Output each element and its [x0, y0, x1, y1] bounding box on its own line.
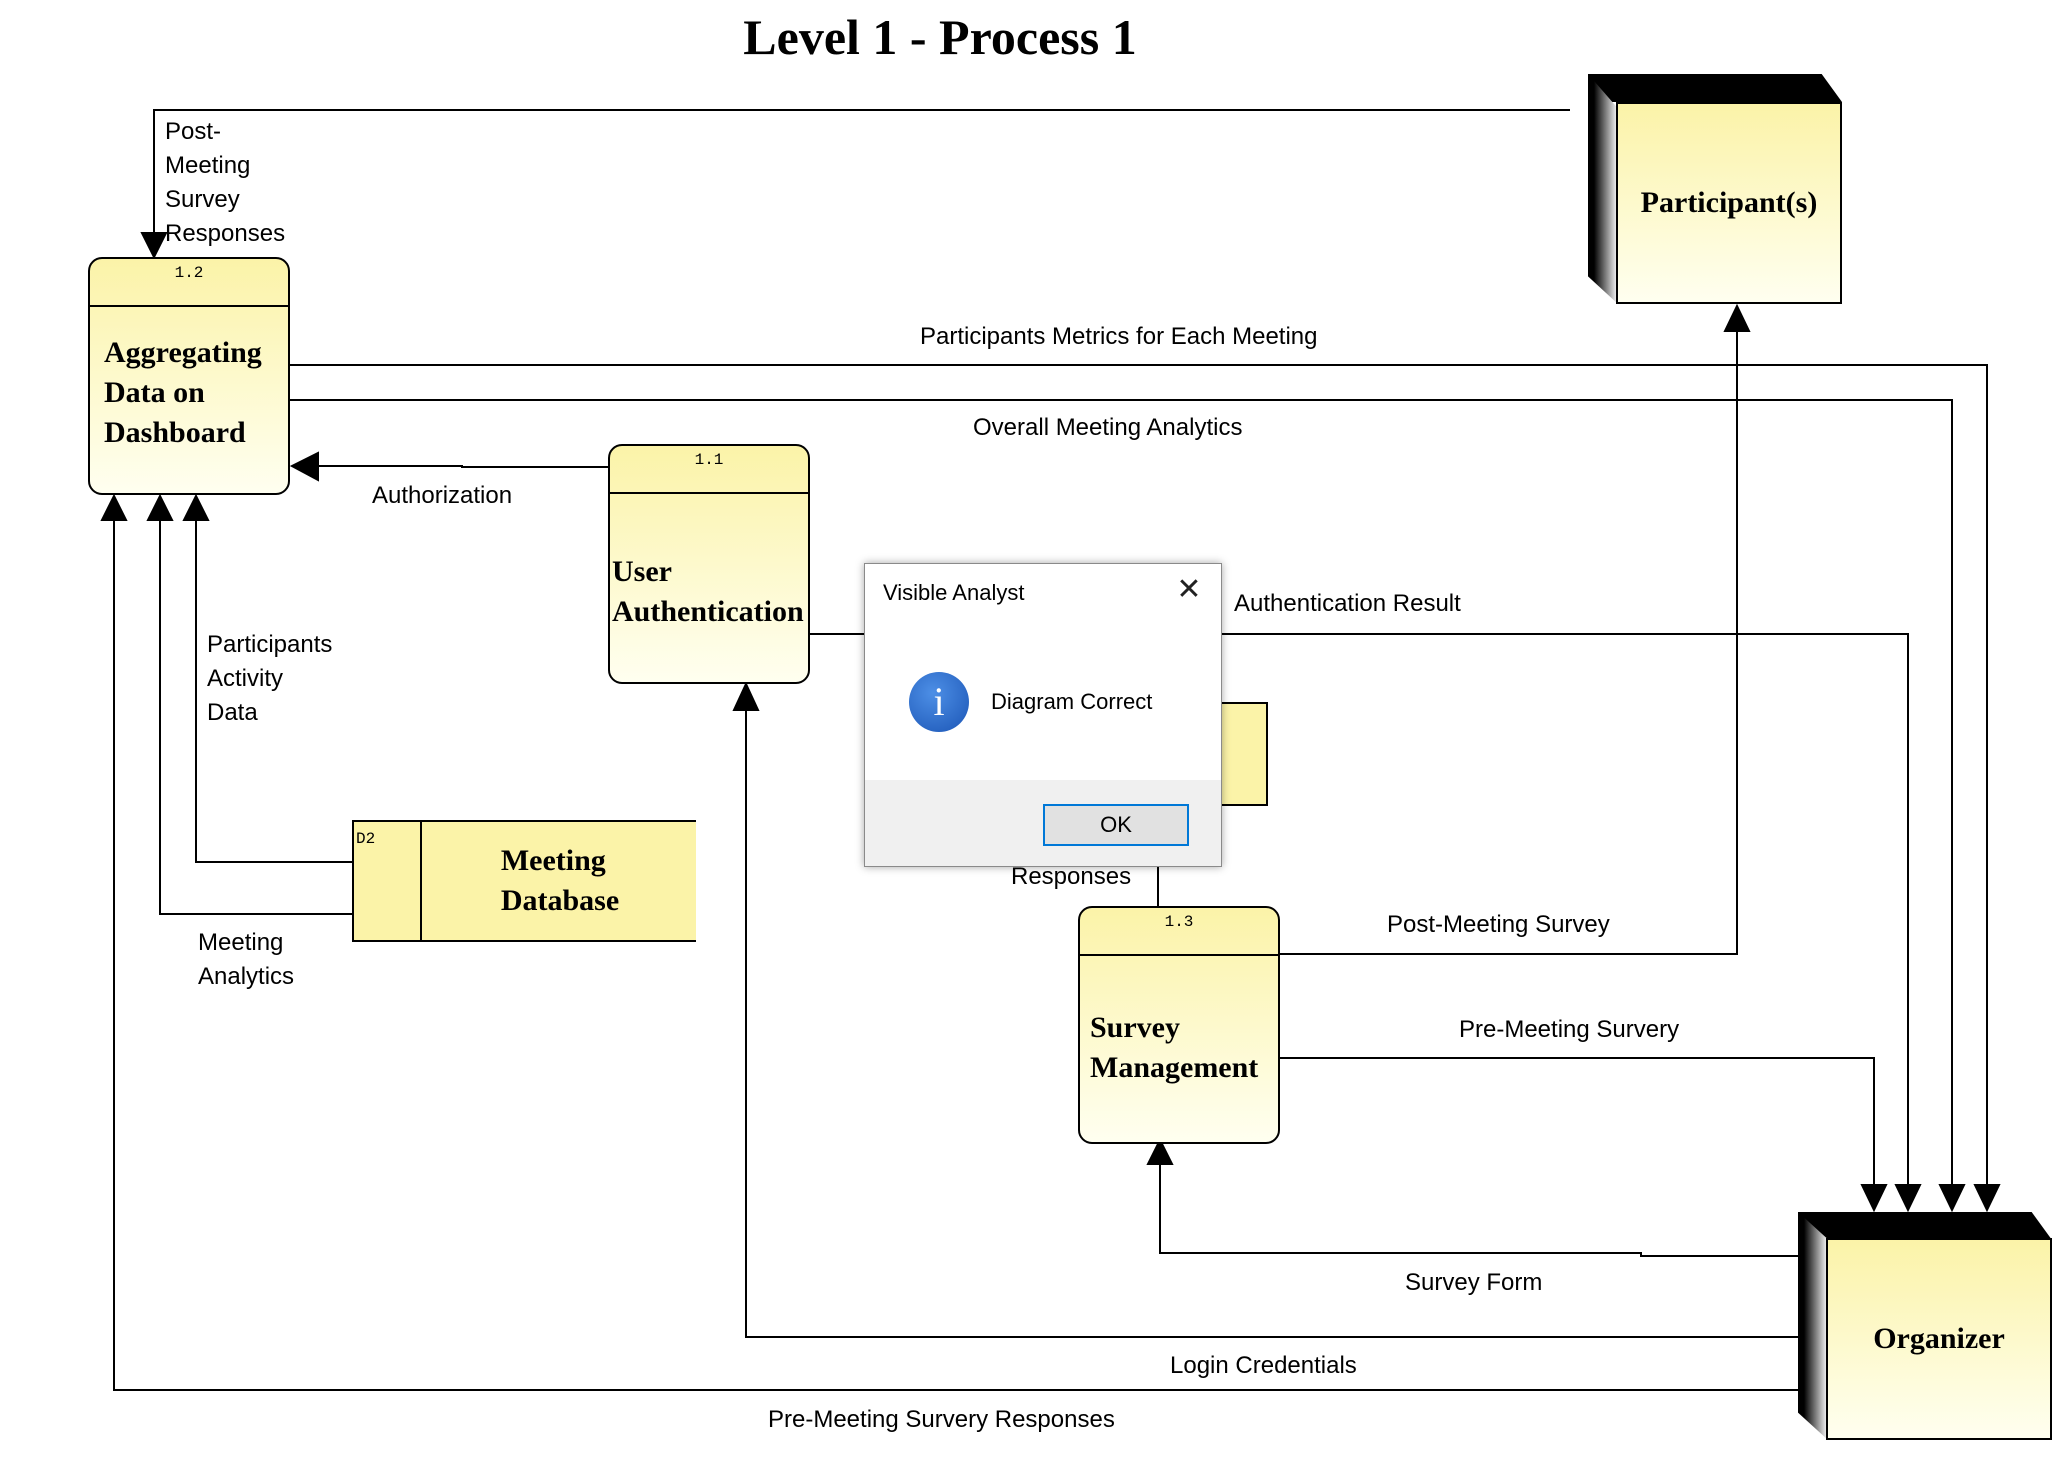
arrowhead	[1723, 303, 1751, 332]
label-responses: Responses	[1011, 863, 1132, 890]
close-icon[interactable]: ✕	[1176, 573, 1202, 606]
label-pre-meeting-survery: Pre-Meeting Survery	[1459, 1016, 1680, 1043]
label-overall-meeting-analytics: Overall Meeting Analytics	[973, 414, 1243, 441]
process-aggregating-data: 1.2 Aggregating Data on Dashboard	[88, 257, 290, 495]
arrowhead	[100, 493, 128, 521]
arrowhead	[182, 493, 210, 521]
participant-entity-shadow-top	[1588, 74, 1842, 102]
flow-participants-activity-data	[195, 520, 354, 863]
process-survey-management: 1.3 Survey Management	[1078, 906, 1280, 1144]
arrowhead	[140, 232, 168, 260]
flow-meeting-analytics	[159, 520, 354, 915]
process-user-authentication: 1.1 User Authentication	[608, 444, 810, 684]
label-participants-activity-data: Participants Activity Data	[207, 631, 333, 726]
flow-survey-form	[1159, 1162, 1798, 1257]
arrowhead	[1860, 1184, 1888, 1213]
organizer-entity-shadow-top	[1798, 1212, 2052, 1240]
dialog-footer: OK	[865, 780, 1221, 866]
flow-login-credentials	[745, 710, 1798, 1338]
message-dialog: Visible Analyst ✕ i Diagram Correct OK	[864, 563, 1222, 867]
dialog-title: Visible Analyst	[883, 580, 1025, 605]
process-id: 1.1	[610, 446, 808, 494]
flow-pre-meeting-survery-responses	[113, 520, 1798, 1391]
flow-pre-meeting-survery	[1280, 1057, 1875, 1190]
organizer-entity-shadow-side	[1798, 1212, 1828, 1440]
ok-button[interactable]: OK	[1043, 804, 1189, 846]
arrowhead	[1938, 1184, 1966, 1213]
info-icon: i	[909, 672, 969, 732]
arrowhead	[732, 681, 760, 711]
flow-authorization	[316, 465, 608, 468]
process-id: 1.2	[90, 259, 288, 307]
label-login-credentials: Login Credentials	[1170, 1352, 1357, 1379]
participant-entity-label: Participant(s)	[1640, 186, 1818, 219]
process-name: Survey Management	[1090, 1011, 1259, 1084]
process-id: 1.3	[1080, 908, 1278, 956]
process-name: User Authentication	[612, 555, 804, 628]
participant-entity-shadow-side	[1588, 74, 1618, 304]
label-authentication-result: Authentication Result	[1234, 590, 1461, 617]
flow-post-meeting-survey-responses	[153, 109, 1570, 257]
label-post-meeting-survey-responses: Post- Meeting Survey Responses	[165, 118, 286, 247]
arrowhead	[1894, 1184, 1922, 1213]
label-post-meeting-survey: Post-Meeting Survey	[1387, 911, 1610, 938]
dialog-message: Diagram Correct	[991, 689, 1153, 714]
diagram-title: Level 1 - Process 1	[743, 9, 1137, 65]
organizer-entity: Organizer	[1826, 1238, 2052, 1440]
flow-post-meeting-survey	[1280, 330, 1738, 955]
label-pre-meeting-survery-responses: Pre-Meeting Survery Responses	[768, 1406, 1115, 1433]
label-authorization: Authorization	[372, 482, 513, 509]
datastore-meeting-database: D2 Meeting Database	[352, 820, 696, 942]
arrowhead	[146, 493, 174, 521]
process-name: Aggregating Data on Dashboard	[104, 336, 262, 449]
participant-entity: Participant(s)	[1616, 102, 1842, 304]
arrowhead	[289, 451, 319, 482]
datastore-id: D2	[354, 822, 422, 940]
arrowhead	[1146, 1137, 1174, 1165]
organizer-entity-label: Organizer	[1873, 1322, 2005, 1355]
flow-overall-meeting-analytics	[290, 399, 1953, 1190]
datastore-name: Meeting Database	[500, 844, 620, 917]
arrowhead	[1973, 1184, 2001, 1213]
label-meeting-analytics: Meeting Analytics	[198, 929, 295, 990]
label-participants-metrics: Participants Metrics for Each Meeting	[920, 323, 1318, 350]
flow-participants-metrics	[290, 364, 1988, 1190]
label-survey-form: Survey Form	[1405, 1269, 1543, 1296]
